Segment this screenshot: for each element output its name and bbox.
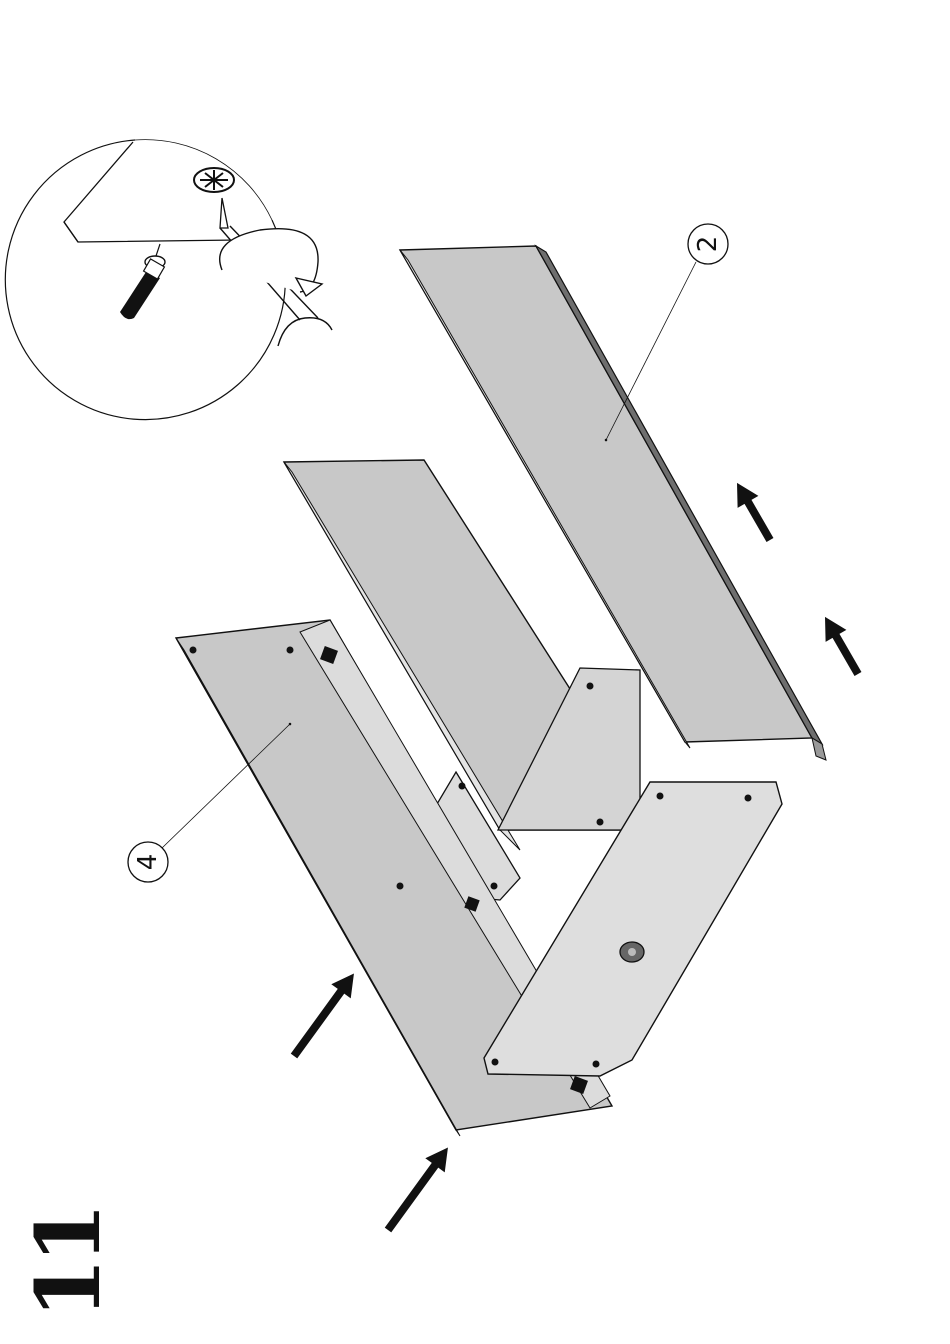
cam-lock-icon <box>194 168 234 192</box>
detail-inset <box>5 140 332 420</box>
callout-4-label: 4 <box>133 854 163 871</box>
callout-4: 4 <box>128 724 290 882</box>
arrow-icon <box>727 477 781 546</box>
arrow-icon <box>815 611 869 680</box>
step-number: 11 <box>32 1223 104 1319</box>
arrow-icon <box>284 966 363 1063</box>
callout-2-label: 2 <box>693 236 723 253</box>
dowel-icon <box>120 244 165 319</box>
arrow-icon <box>378 1140 457 1237</box>
